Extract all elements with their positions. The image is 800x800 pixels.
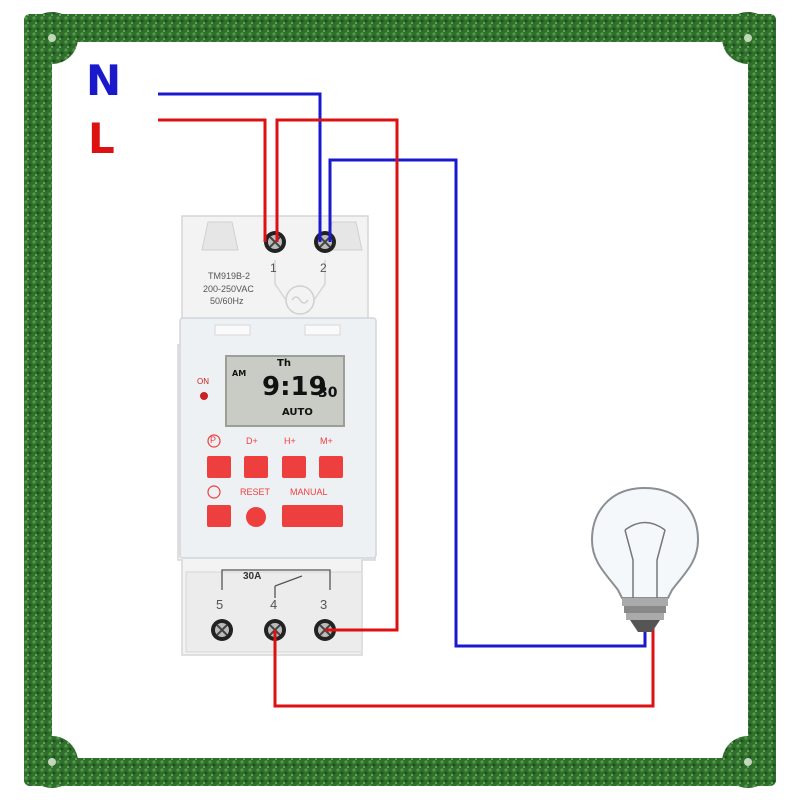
wires [158,92,655,708]
terminal-screws [211,231,336,641]
lcd-ampm: AM [232,369,247,378]
power-led-icon [200,392,208,400]
screw-icon [211,619,233,641]
frequency-label: 50/60Hz [210,296,244,306]
neutral-label: N [86,56,122,105]
screw-icon [264,231,286,253]
live-wire-jumper [275,118,399,632]
screw-icon [314,231,336,253]
lcd-mode: AUTO [282,407,313,418]
terminal-label-5: 5 [216,597,224,612]
terminal-label-3: 3 [320,597,328,612]
live-load-wire [273,625,655,708]
live-wire-input [158,118,267,242]
timer-device [177,215,377,656]
reset-button[interactable] [246,507,266,527]
model-label: TM919B-2 [208,271,251,281]
neutral-load-wire [328,158,647,648]
manual-button[interactable] [282,505,343,527]
hour-plus-button-label: H+ [284,436,296,446]
hour-plus-button[interactable] [282,456,306,478]
lcd-time: 9:19 [262,372,327,402]
lcd-seconds: 30 [318,385,338,401]
minute-plus-button-label: M+ [320,436,333,446]
on-indicator-label: ON [197,377,209,386]
lcd-day: Th [277,358,291,369]
program-button[interactable] [207,456,231,478]
current-rating-label: 30A [243,571,262,582]
decorative-frame [24,12,776,788]
live-label: L [88,114,115,163]
voltage-label: 200-250VAC [203,284,254,294]
day-plus-button[interactable] [244,456,268,478]
manual-button-label: MANUAL [290,487,328,497]
reset-button-label: RESET [240,487,271,497]
timer-buttons [207,434,343,527]
light-bulb-icon [590,486,700,632]
day-plus-button-label: D+ [246,436,258,446]
program-button-label: P [210,435,217,445]
terminal-label-2: 2 [320,261,327,275]
minute-plus-button[interactable] [319,456,343,478]
clock-button[interactable] [207,505,231,527]
terminal-label-1: 1 [270,261,277,275]
neutral-wire [158,92,322,242]
terminal-label-4: 4 [270,597,278,612]
